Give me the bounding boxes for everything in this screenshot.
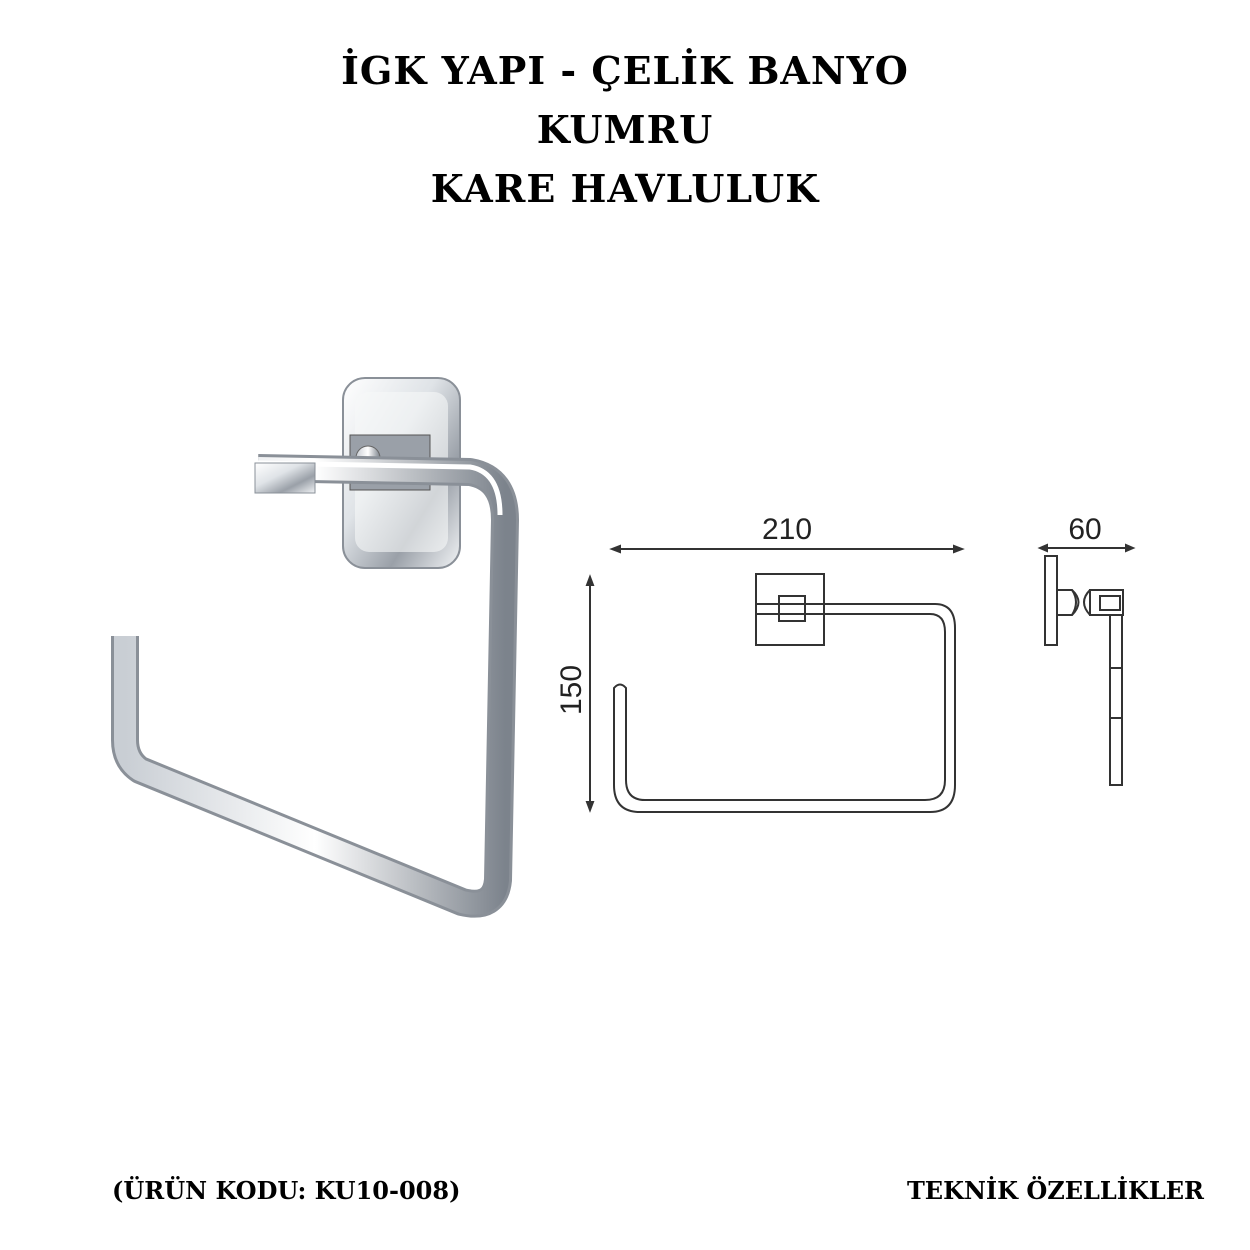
height-dimension-label: 150 [555,665,588,715]
title-product: KARE HAVLULUK [430,166,820,211]
side-view-drawing [1037,543,1136,786]
product-code: (ÜRÜN KODU: KU10-008) [112,1176,461,1205]
width-dimension-label: 210 [762,513,812,546]
title-company: İGK YAPI - ÇELİK BANYO [341,48,909,93]
front-view-drawing [585,544,965,813]
title-series: KUMRU [536,107,714,152]
technical-specs-label: TEKNİK ÖZELLİKLER [906,1176,1204,1205]
product-photo [111,377,519,918]
depth-dimension-label: 60 [1068,513,1101,546]
